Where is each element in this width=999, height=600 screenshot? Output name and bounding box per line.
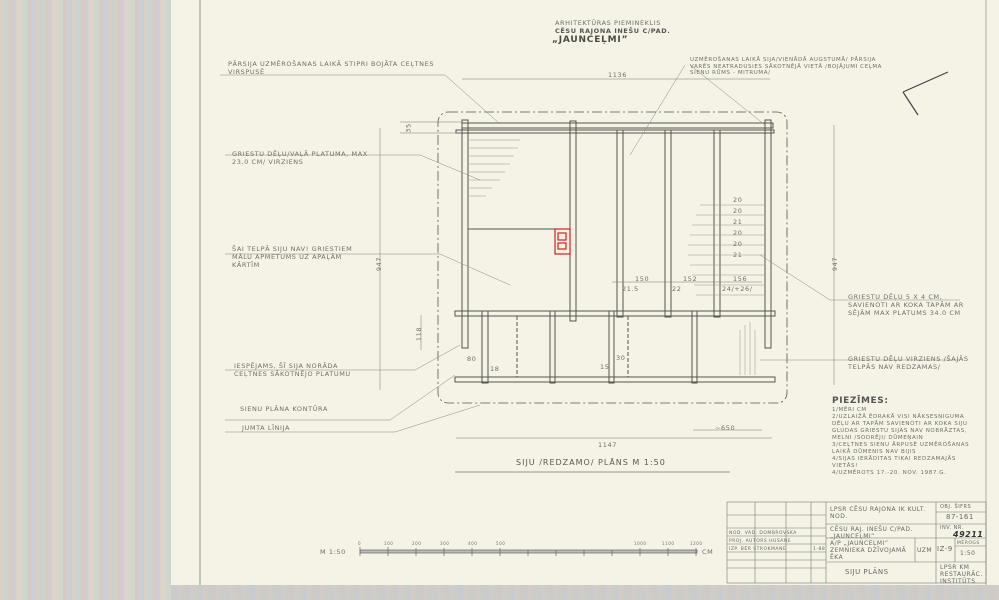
tb-code-label: OBJ. ŠIFRS (940, 504, 972, 510)
note-top-left: Pārsija uzmērošanas laikā stipri bojāta … (228, 60, 435, 76)
scale-tick: 100 (384, 541, 394, 546)
tb-role-2: Proj. autors Husane (729, 539, 792, 544)
tb-inv-label: INV. NR. (940, 525, 964, 531)
drawing-sheet (171, 0, 999, 585)
scale-tick: 200 (412, 541, 422, 546)
roof-line (437, 111, 788, 404)
scale-bar-unit: cm (702, 548, 714, 556)
scale-tick: 0 (358, 541, 362, 546)
dim-step-1: 20 (733, 196, 743, 204)
tb-scale-label: MĒROGS (957, 541, 980, 546)
note-wall-contour: Sienu plāna kontūra (240, 405, 328, 413)
note-original-width: Iespējams, šī sija norāda ceļtnes sākotn… (234, 362, 351, 378)
scale-tick: 400 (468, 541, 478, 546)
dimension-lines (379, 78, 835, 439)
district-label: Cēsu rajona Inešu c/pad. (555, 27, 671, 35)
note-top-right: Uzmērošanas laikā sija/vienādā augstumā/… (690, 57, 883, 76)
scale-tick: 1200 (690, 541, 703, 546)
plan-title: Siju /redzamo/ plāns M 1:50 (516, 458, 666, 467)
dim-post-4: 15 (600, 363, 610, 371)
north-arrow-icon (902, 71, 949, 116)
scale-tick: 1100 (662, 541, 675, 546)
red-stamp (554, 228, 571, 255)
tb-role-3: Izp. Bēr Strokmane (729, 547, 787, 552)
note-ceiling-direction: Griestu dēļu virziens /šajās telpās nav … (848, 355, 969, 371)
tb-role-1: Nod. vad. Dombrovska (729, 531, 797, 536)
tb-code-value: 87-161 (946, 513, 974, 521)
dim-step-6: 21 (733, 251, 743, 259)
dim-right-offset: ~650 (715, 424, 736, 432)
note-no-beams: Šai telpā siju nav! griestiem mālu apmet… (232, 245, 353, 269)
dim-step-4: 20 (733, 229, 743, 237)
tb-institute: LPSR KM Restaurāc. institūts (940, 564, 983, 585)
scale-bar-label: M 1:50 (320, 548, 346, 556)
site-name: „Jaunceļmi” (552, 35, 629, 45)
dim-post-1: 80 (467, 355, 477, 363)
notes-heading: Piezīmes: (832, 396, 889, 406)
dim-beam-3: 24/+26/ (722, 285, 753, 293)
dim-right-height: 947 (831, 256, 840, 272)
tb-building: A/P „Jaunceļmi” zemnieka dzīvojamā ēka (830, 540, 907, 561)
notes-body: 1/Mēri cm 2/Uzlaižā ēdrakā visi nāksesni… (832, 407, 970, 476)
tb-inv-value: 49211 (953, 530, 984, 539)
dim-small-top: 35 (404, 123, 413, 133)
scanner-stripes (0, 0, 171, 600)
dim-bottom-width: 1147 (598, 441, 617, 449)
beams (454, 119, 776, 384)
scale-tick: 1000 (634, 541, 647, 546)
dim-post-3: 30 (616, 354, 626, 362)
scale-tick: 300 (440, 541, 450, 546)
title-block-grid (726, 501, 987, 584)
tb-scale-value: 1:50 (960, 550, 976, 557)
leader-lines (220, 64, 960, 433)
dim-step-2: 20 (733, 207, 743, 215)
tb-object: Cēsu raj. Inešu c/pad. „Jaunceļmi” (830, 526, 913, 540)
tb-sheet: IZ-9 (937, 545, 953, 553)
monument-label: Arhitektūras piemineklis (555, 19, 661, 27)
dim-bay-1: 150 (635, 275, 650, 283)
dim-small-left: 118 (415, 326, 424, 342)
dim-beam-2: 22 (672, 285, 682, 293)
dim-beam-1: 21.5 (622, 285, 639, 293)
tb-date: 1-88 (813, 547, 826, 552)
scanner-stripes-bottom (171, 585, 999, 600)
dim-post-2: 18 (490, 365, 500, 373)
note-ceiling-boards: Griestu dēļu 5 x 4 cm, savienoti ar koka… (848, 293, 964, 317)
tb-stage: UZM (917, 547, 933, 554)
dim-bay-2: 152 (683, 275, 698, 283)
scale-bar (359, 547, 698, 556)
tb-organization: LPSR Cēsu rajona IK kult. nod. (830, 506, 926, 520)
hatching (468, 139, 765, 375)
tb-drawing-name: Siju plāns (845, 568, 889, 576)
dim-step-5: 20 (733, 240, 743, 248)
dim-left-height: 947 (375, 256, 384, 272)
note-roof-line: Jumta līnija (242, 424, 291, 432)
dim-step-3: 21 (733, 218, 743, 226)
dim-bay-3: 156 (733, 275, 748, 283)
scale-tick: 500 (496, 541, 506, 546)
note-ceiling-width: Griestu dēļu/vaļā platuma, max 23.0 cm/ … (232, 150, 368, 166)
dim-top-width: 1136 (608, 71, 627, 79)
